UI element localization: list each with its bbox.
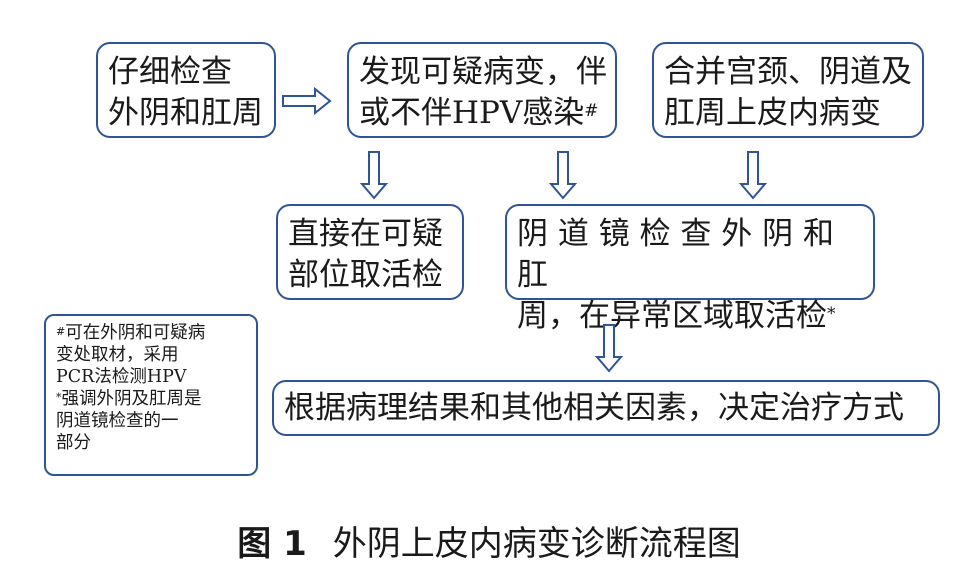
figure-label: 图 1 [237, 524, 307, 564]
step-treatment-box: 根据病理结果和其他相关因素，决定治疗方式 [272, 380, 940, 436]
step-suspicious-lesion-box: 发现可疑病变，伴 或不伴HPV感染# [347, 42, 617, 138]
figure-caption: 图 1 外阴上皮内病变诊断流程图 [0, 522, 978, 566]
footnote-mark-star: * [827, 304, 836, 324]
footnote-2-mark: * [56, 391, 62, 404]
footnotes-text: #可在外阴和可疑病 变处取材，采用 PCR法检测HPV *强调外阴及肛周是 阴道… [56, 322, 250, 454]
arrow-down-icon [359, 151, 389, 200]
step-colposcopy-box: 阴 道 镜 检 查 外 阴 和 肛 周，在异常区域取活检* [505, 204, 875, 334]
step-colposcopy-text: 阴 道 镜 检 查 外 阴 和 肛 周，在异常区域取活检* [517, 216, 836, 334]
step-suspicious-lesion-text: 发现可疑病变，伴 或不伴HPV感染# [359, 54, 607, 131]
arrow-right-icon [282, 86, 332, 116]
footnote-1-text: 可在外阴和可疑病 变处取材，采用 PCR法检测HPV [56, 323, 206, 387]
arrow-down-icon [548, 151, 578, 200]
footnote-2-text: 强调外阴及肛周是 阴道镜检查的一 部分 [56, 389, 202, 453]
figure-title: 外阴上皮内病变诊断流程图 [332, 524, 741, 564]
footnote-1-mark: # [56, 325, 66, 338]
step-combined-lesion-box: 合并宫颈、阴道及 肛周上皮内病变 [652, 42, 924, 138]
footnote-mark-hash: # [584, 101, 599, 121]
step-combined-lesion-text: 合并宫颈、阴道及 肛周上皮内病变 [664, 54, 912, 131]
arrow-down-icon [738, 151, 768, 200]
step-direct-biopsy-box: 直接在可疑 部位取活检 [276, 204, 464, 300]
step-examine-box: 仔细检查 外阴和肛周 [96, 42, 276, 138]
arrow-down-icon [594, 324, 624, 373]
step-treatment-text: 根据病理结果和其他相关因素，决定治疗方式 [284, 390, 904, 426]
footnotes-box: #可在外阴和可疑病 变处取材，采用 PCR法检测HPV *强调外阴及肛周是 阴道… [44, 314, 258, 476]
step-direct-biopsy-text: 直接在可疑 部位取活检 [288, 216, 443, 293]
step-examine-text: 仔细检查 外阴和肛周 [108, 54, 263, 131]
